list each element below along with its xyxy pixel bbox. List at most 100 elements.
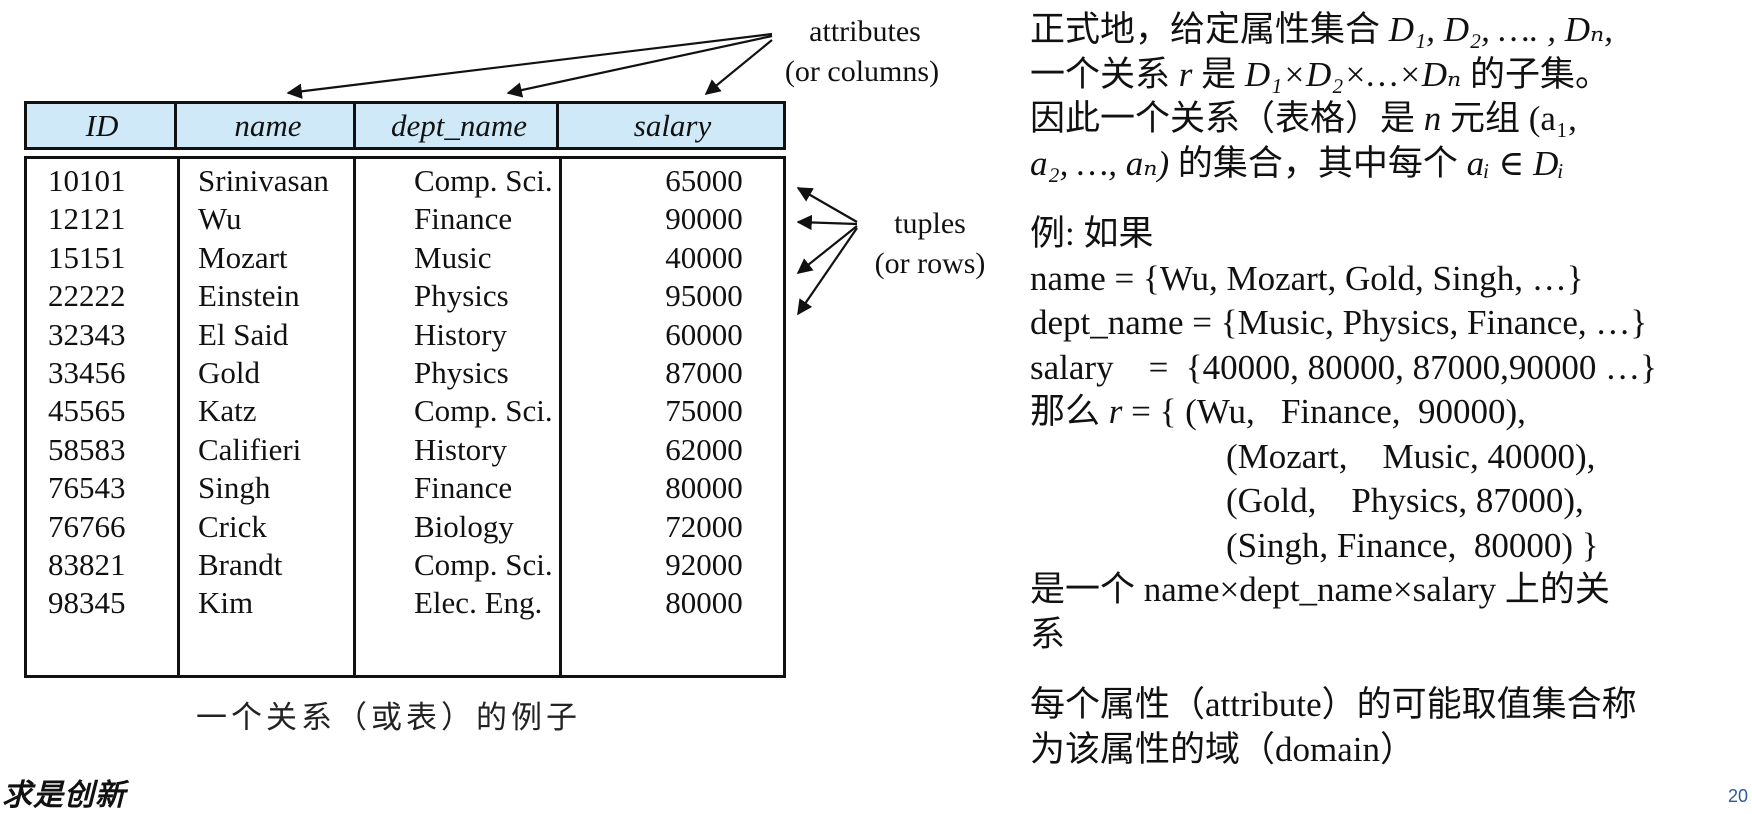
column-divider: [177, 156, 180, 678]
cell-id: 10101: [48, 163, 126, 198]
tuple-arrows: [796, 187, 858, 316]
cell-id: 45565: [48, 393, 126, 429]
cell-name: El Said: [198, 316, 289, 352]
cartesian-statement-line-1: 是一个 name×dept_name×salary 上的关: [1030, 570, 1610, 609]
table-row: 76766 Crick Biology 72000: [24, 505, 786, 548]
cell-name: Califieri: [198, 431, 302, 467]
cell-id: 32343: [48, 316, 126, 352]
cell-dept-name: Physics: [414, 278, 509, 314]
cell-salary: 87000: [665, 355, 743, 390]
cell-id: 58583: [48, 431, 126, 467]
cell-name: Gold: [198, 355, 260, 390]
definition-line-4: a₂, …, aₙ) 的集合，其中每个 aᵢ ∈ Dᵢ: [1030, 143, 1564, 183]
cell-id: 15151: [48, 239, 126, 275]
domain-definition-line-2: 为该属性的域（domain）: [1030, 729, 1415, 769]
cell-salary: 95000: [665, 278, 743, 314]
header-divider: [556, 101, 559, 150]
university-motto-logo: 求是创新: [2, 778, 126, 813]
cell-name: Einstein: [198, 278, 300, 314]
table-row: 10101 Srinivasan Comp. Sci. 65000: [24, 159, 786, 202]
cell-id: 98345: [48, 585, 126, 621]
header-salary: salary: [633, 108, 712, 143]
cell-dept-name: Finance: [414, 201, 513, 237]
table-caption: 一个关系（或表）的例子: [196, 700, 581, 736]
cell-dept-name: Finance: [414, 470, 513, 506]
cell-dept-name: Comp. Sci.: [414, 547, 553, 582]
example-label: 例: 如果: [1030, 214, 1154, 253]
cell-name: Srinivasan: [198, 163, 329, 198]
cell-salary: 65000: [665, 163, 743, 198]
header-name: name: [234, 108, 302, 143]
cell-id: 83821: [48, 547, 126, 582]
cell-salary: 60000: [665, 316, 743, 352]
table-row: 15151 Mozart Music 40000: [24, 236, 786, 279]
table-row: 33456 Gold Physics 87000: [24, 351, 786, 394]
table-row: 32343 El Said History 60000: [24, 313, 786, 356]
cell-id: 22222: [48, 278, 126, 314]
column-divider: [353, 156, 356, 678]
cell-dept-name: History: [414, 316, 507, 352]
cell-dept-name: Comp. Sci.: [414, 163, 553, 198]
header-id: ID: [85, 108, 119, 143]
cell-dept-name: Comp. Sci.: [414, 393, 553, 429]
example-relation-line-4: (Singh, Finance, 80000) }: [1226, 525, 1599, 565]
cell-name: Singh: [198, 470, 271, 506]
table-row: 12121 Wu Finance 90000: [24, 197, 786, 240]
example-relation-line-1: 那么 r = { (Wu, Finance, 90000),: [1030, 392, 1526, 431]
table-body: [24, 156, 786, 678]
example-salary-set: salary = {40000, 80000, 87000,90000 …}: [1030, 347, 1657, 387]
tuples-label-line2: (or rows): [874, 247, 986, 280]
cell-salary: 92000: [665, 547, 743, 582]
cartesian-statement-line-2: 系: [1030, 614, 1066, 654]
cell-dept-name: Physics: [414, 355, 509, 390]
table-header-row: ID name dept_name salary: [24, 101, 786, 150]
page-number: 20: [1728, 786, 1749, 806]
table-row: 98345 Kim Elec. Eng. 80000: [24, 581, 786, 624]
table-row: 76543 Singh Finance 80000: [24, 466, 786, 509]
cell-salary: 80000: [665, 470, 743, 506]
cell-salary: 72000: [665, 508, 743, 544]
cell-salary: 90000: [665, 201, 743, 237]
cell-name: Wu: [198, 201, 242, 237]
tuples-label-line1: tuples: [894, 207, 966, 240]
cell-dept-name: Elec. Eng.: [414, 585, 543, 621]
definition-line-1: 正式地，给定属性集合 D₁, D₂, …. , Dₙ,: [1030, 10, 1613, 49]
cell-salary: 80000: [665, 585, 743, 621]
attribute-arrows: [286, 32, 773, 99]
cell-name: Katz: [198, 393, 257, 429]
cell-name: Kim: [198, 585, 254, 621]
attributes-label: attributes (or columns): [775, 12, 955, 92]
cell-name: Mozart: [198, 239, 288, 275]
attributes-label-line1: attributes: [809, 15, 921, 48]
table-row: 58583 Califieri History 62000: [24, 428, 786, 471]
cell-id: 76766: [48, 508, 126, 544]
relation-explanation: 正式地，给定属性集合 D₁, D₂, …. , Dₙ, 一个关系 r 是 D₁×…: [1030, 8, 1752, 772]
example-dept-set: dept_name = {Music, Physics, Finance, …}: [1030, 303, 1648, 342]
cell-name: Brandt: [198, 547, 283, 582]
header-divider: [353, 101, 356, 150]
cell-name: Crick: [198, 508, 267, 544]
cell-id: 33456: [48, 355, 126, 390]
cell-id: 12121: [48, 201, 126, 237]
tuples-label: tuples (or rows): [855, 204, 1005, 284]
cell-salary: 40000: [665, 239, 743, 275]
cell-salary: 62000: [665, 431, 743, 467]
header-dept-name: dept_name: [390, 108, 528, 143]
cell-dept-name: History: [414, 431, 507, 467]
cell-salary: 75000: [665, 393, 743, 429]
cell-id: 76543: [48, 470, 126, 506]
definition-line-3: 因此一个关系（表格）是 n 元组 (a₁,: [1030, 99, 1577, 138]
table-row: 83821 Brandt Comp. Sci. 92000: [24, 543, 786, 586]
column-divider: [559, 156, 562, 678]
definition-line-2: 一个关系 r 是 D₁×D₂×…×Dₙ 的子集。: [1030, 54, 1610, 94]
table-row: 45565 Katz Comp. Sci. 75000: [24, 389, 786, 432]
example-name-set: name = {Wu, Mozart, Gold, Singh, …}: [1030, 258, 1584, 298]
example-relation-line-3: (Gold, Physics, 87000),: [1226, 481, 1584, 520]
header-divider: [174, 101, 177, 150]
cell-dept-name: Music: [414, 239, 492, 275]
attributes-label-line2: (or columns): [784, 55, 940, 88]
domain-definition-line-1: 每个属性（attribute）的可能取值集合称: [1030, 685, 1637, 724]
cell-dept-name: Biology: [414, 508, 514, 544]
example-relation-line-2: (Mozart, Music, 40000),: [1226, 436, 1596, 476]
